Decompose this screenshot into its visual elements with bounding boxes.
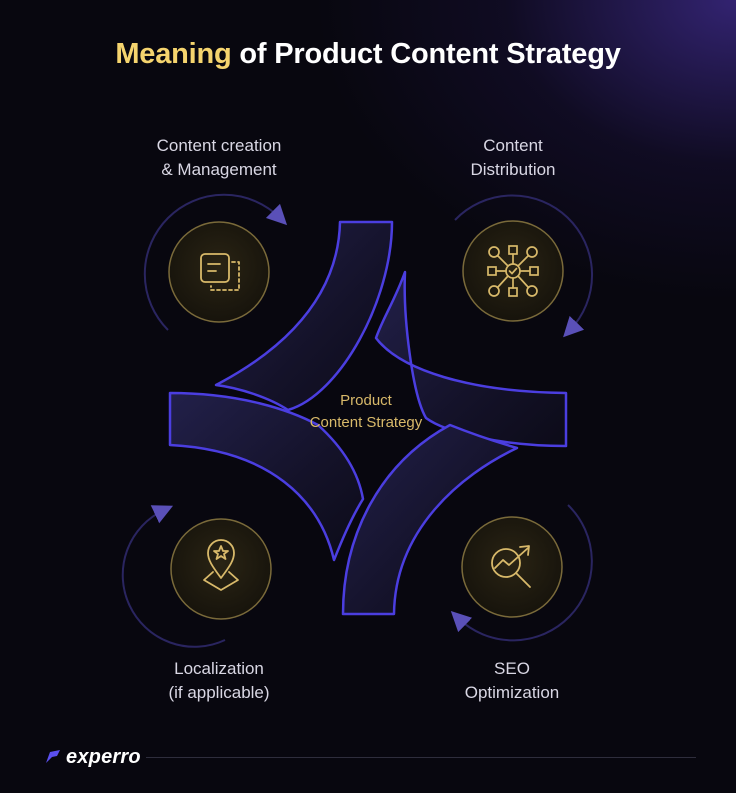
- page-title: Meaning of Product Content Strategy: [0, 38, 736, 71]
- label-seo-optimization: SEO Optimization: [402, 657, 622, 705]
- label-content-distribution-line2: Distribution: [470, 160, 556, 179]
- location-pin-star-icon: [203, 539, 239, 591]
- petal-top: [214, 220, 394, 412]
- center-label: Product Content Strategy: [266, 390, 466, 434]
- orbit-arc-top-right: [454, 194, 594, 338]
- center-label-line1: Product: [340, 392, 392, 409]
- orbit-arc-bottom-right: [450, 504, 593, 642]
- distribution-network-icon: [487, 245, 539, 297]
- label-localization-line2: (if applicable): [168, 683, 270, 702]
- orbit-arc-top-left: [143, 193, 288, 331]
- brand-mark-icon: [46, 750, 60, 763]
- node-seo-optimization: [461, 516, 563, 618]
- label-content-distribution-line1: Content: [483, 136, 543, 155]
- brand-logo: experro: [44, 744, 141, 770]
- label-content-creation: Content creation & Management: [109, 134, 329, 182]
- brand-name: experro: [66, 745, 141, 768]
- label-content-distribution: Content Distribution: [403, 134, 623, 182]
- center-label-line2: Content Strategy: [309, 414, 423, 431]
- label-content-creation-line1: Content creation: [156, 136, 282, 155]
- petal-left: [168, 391, 365, 562]
- orbit-arc-bottom-left: [121, 505, 226, 648]
- footer-divider: [146, 757, 696, 758]
- content-document-icon: [200, 253, 240, 291]
- node-content-distribution: [462, 220, 564, 322]
- label-content-creation-line2: & Management: [161, 160, 277, 179]
- label-localization: Localization (if applicable): [109, 657, 329, 705]
- label-seo-optimization-line1: SEO: [494, 659, 530, 678]
- petal-bottom: [341, 423, 519, 616]
- label-localization-line1: Localization: [174, 659, 264, 678]
- node-content-creation: [168, 221, 270, 323]
- petal-right: [374, 270, 568, 448]
- seo-magnifier-trend-icon: [491, 545, 531, 588]
- title-highlight: Meaning: [115, 38, 232, 70]
- title-rest: of Product Content Strategy: [231, 38, 621, 70]
- label-seo-optimization-line2: Optimization: [464, 683, 560, 702]
- node-localization: [170, 518, 272, 620]
